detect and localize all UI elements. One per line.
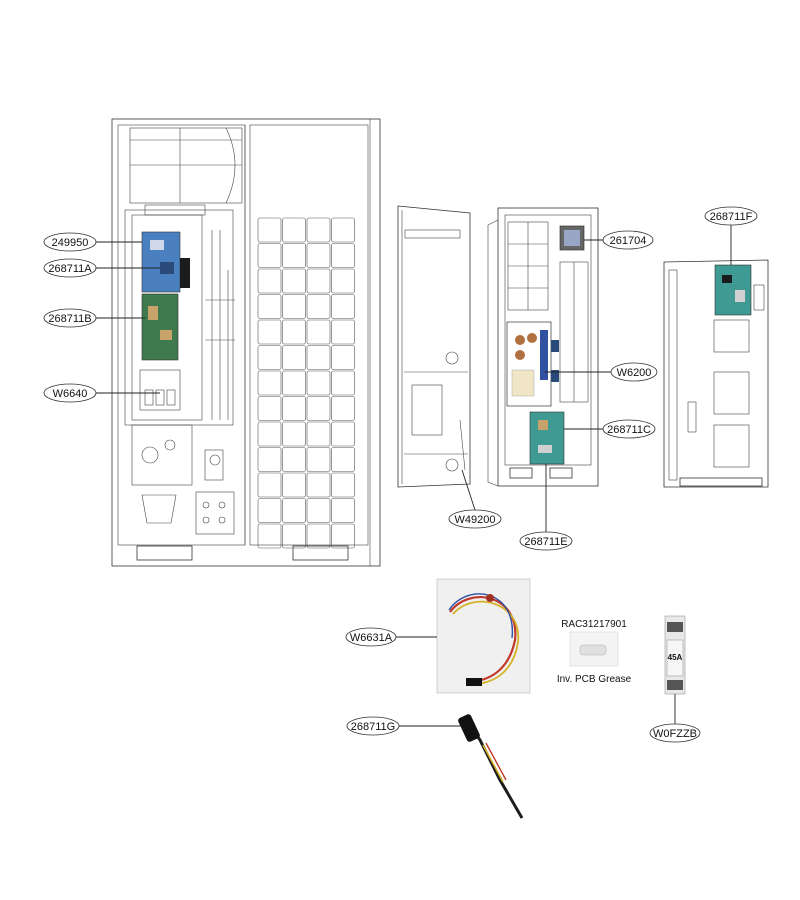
grid-cell	[306, 345, 331, 370]
callout-268711G: 268711G	[346, 716, 400, 736]
grid-cell	[306, 421, 331, 447]
callout-W49200-label: W49200	[455, 514, 496, 526]
grid-cell	[257, 319, 282, 345]
callout-W0FZZB: W0FZZB	[649, 723, 701, 743]
sensor-photo	[458, 714, 524, 819]
grid-cell	[257, 523, 282, 549]
grid-cell	[257, 421, 282, 447]
callout-268711F: 268711F	[704, 206, 758, 226]
grid-cell	[331, 268, 355, 294]
callout-268711B-label: 268711B	[48, 313, 91, 325]
grid-cell	[282, 370, 306, 396]
grid-cell	[306, 294, 331, 319]
grid-cell	[257, 370, 282, 396]
grid-cell	[257, 243, 282, 268]
grid-cell	[306, 370, 331, 396]
grid-cell	[257, 268, 282, 294]
grid-cell	[306, 319, 331, 345]
grid-cell	[331, 396, 355, 421]
callout-268711E-label: 268711E	[524, 536, 567, 548]
grid-cell	[331, 447, 355, 472]
grid-cell	[257, 396, 282, 421]
callout-W49200: W49200	[448, 509, 502, 529]
control-box-drawing	[487, 207, 599, 487]
grease-caption: Inv. PCB Grease	[557, 674, 632, 685]
grid-cell	[282, 294, 306, 319]
wire-harness-photo	[436, 578, 531, 694]
grid-cell	[282, 396, 306, 421]
grid-cell	[257, 472, 282, 498]
grid-cell	[282, 421, 306, 447]
grid-cell	[257, 217, 282, 243]
callout-268711G-label: 268711G	[351, 721, 395, 733]
main-unit-drawing	[111, 118, 381, 567]
side-panel-drawing	[397, 205, 471, 488]
grid-cell	[306, 396, 331, 421]
grid-cell	[306, 472, 331, 498]
callout-268711B: 268711B	[43, 308, 97, 328]
callout-268711A: 268711A	[43, 258, 97, 278]
grid-cell	[331, 421, 355, 447]
grid-cell	[306, 217, 331, 243]
callout-268711E: 268711E	[519, 531, 573, 551]
leader-lines	[96, 225, 732, 727]
grid-cell	[331, 370, 355, 396]
callout-W6200: W6200	[610, 362, 658, 382]
callout-W6631A-label: W6631A	[350, 632, 393, 644]
grid-cell	[282, 217, 306, 243]
grid-cell	[282, 319, 306, 345]
grid-cell	[306, 268, 331, 294]
rear-panel-drawing	[663, 259, 769, 488]
callout-261704-label: 261704	[610, 235, 647, 247]
grid-cell	[257, 447, 282, 472]
grid-cell	[282, 447, 306, 472]
callout-268711A-label: 268711A	[48, 263, 92, 275]
callout-268711C-label: 268711C	[607, 424, 651, 436]
callout-W6631A: W6631A	[345, 627, 397, 647]
grid-cell	[282, 498, 306, 523]
grid-cell	[331, 523, 355, 549]
grid-cell	[257, 345, 282, 370]
fuse-photo	[664, 615, 686, 695]
callout-W6200-label: W6200	[617, 367, 652, 379]
grease-photo	[569, 631, 619, 667]
grid-cell	[331, 217, 355, 243]
callout-249950-label: 249950	[52, 237, 89, 249]
grid-cell	[282, 243, 306, 268]
callout-261704: 261704	[602, 230, 654, 250]
fuse-rating: 45A	[668, 653, 683, 662]
callout-268711F-label: 268711F	[710, 211, 753, 223]
callout-W0FZZB-label: W0FZZB	[653, 728, 697, 740]
callout-W6640: W6640	[43, 383, 97, 403]
grid-cell	[257, 294, 282, 319]
grid-cell	[282, 472, 306, 498]
callout-249950: 249950	[43, 232, 97, 252]
grid-cell	[257, 498, 282, 523]
grid-cell	[331, 498, 355, 523]
grid-cell	[282, 268, 306, 294]
callout-268711C: 268711C	[602, 419, 656, 439]
grid-cell	[306, 498, 331, 523]
grease-part-number: RAC31217901	[561, 619, 627, 630]
grid-cell	[306, 243, 331, 268]
grid-cell	[282, 345, 306, 370]
grid-cell	[306, 447, 331, 472]
grid-cell	[282, 523, 306, 549]
grid-cell	[331, 472, 355, 498]
grid-cell	[331, 294, 355, 319]
callout-W6640-label: W6640	[53, 388, 88, 400]
grid-cell	[306, 523, 331, 549]
grid-cell	[331, 319, 355, 345]
grid-cell	[331, 243, 355, 268]
grid-cell	[331, 345, 355, 370]
